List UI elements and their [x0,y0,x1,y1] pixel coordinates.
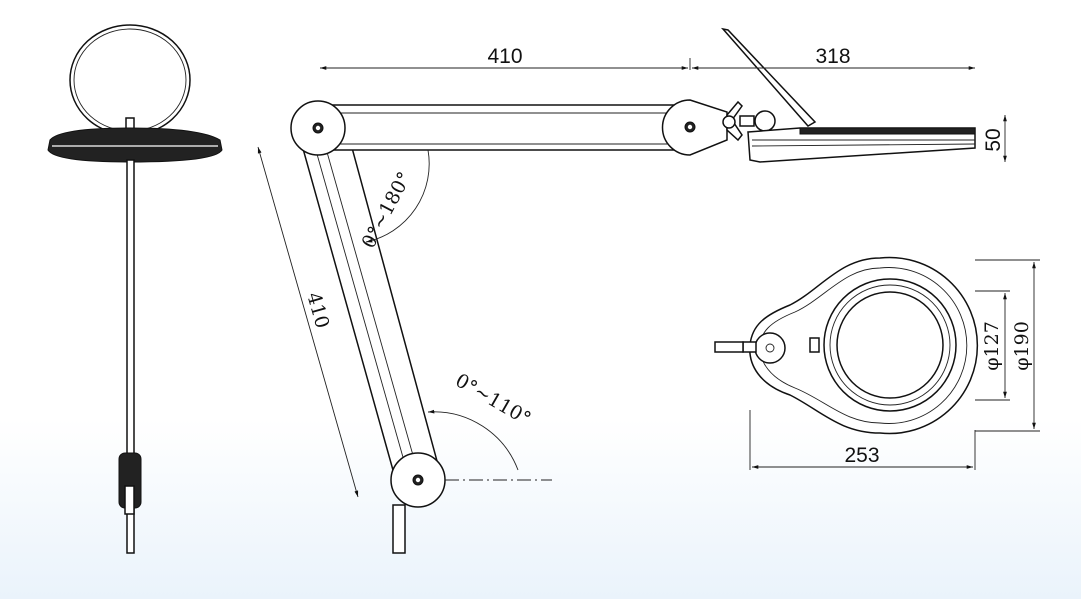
front-view [47,24,223,554]
dim-head-height: 50 [982,128,1005,151]
top-view [714,256,979,435]
dim-upper-arm: 410 [487,45,522,68]
head-base-front [47,127,223,163]
switch [809,337,820,353]
top-joint [754,332,786,364]
base-post [392,504,406,554]
wing-nut [726,100,743,142]
dim-lens-diameter: φ127 [981,321,1003,371]
dim-head-diameter: φ190 [1011,321,1033,371]
angle-lower-joint: 0°~110° [451,369,534,430]
connector [714,341,744,353]
top-dimensions: φ127 φ190 253 [749,259,1040,470]
dim-head-offset: 318 [815,45,850,68]
lens [836,291,944,399]
dim-head-length: 253 [844,444,879,467]
dim-lower-arm: 410 [302,290,333,331]
upper-arm [322,104,691,151]
pole [126,159,135,554]
magnifier-lid [720,27,817,127]
